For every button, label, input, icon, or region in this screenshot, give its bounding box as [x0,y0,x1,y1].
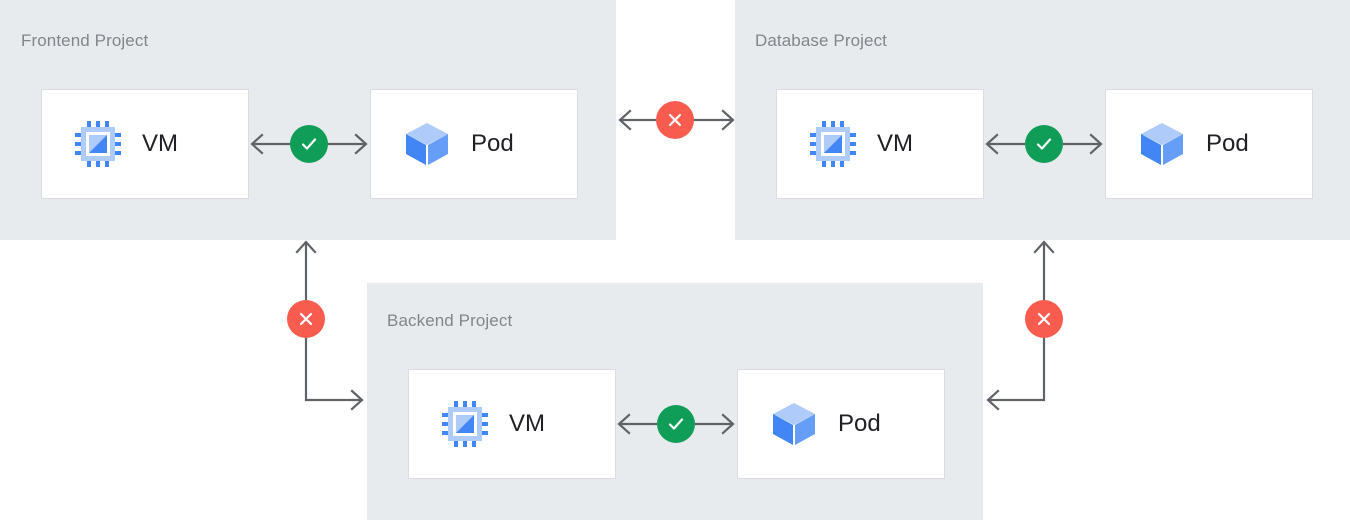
panel-title-backend: Backend Project [387,311,513,330]
pod-cube-icon [403,120,451,168]
resource-card-frontend-pod[interactable]: Pod [370,89,578,199]
resource-card-frontend-vm[interactable]: VM [41,89,249,199]
vm-chip-icon [809,120,857,168]
panel-title-frontend: Frontend Project [21,31,149,50]
status-badge-blocked-frontend-database[interactable] [656,101,694,139]
resource-label: Pod [838,410,881,437]
status-badge-allowed-frontend[interactable] [290,125,328,163]
x-circle-icon [297,310,315,328]
x-circle-icon [1035,310,1053,328]
resource-card-database-pod[interactable]: Pod [1105,89,1313,199]
pod-cube-icon [770,400,818,448]
resource-card-backend-vm[interactable]: VM [408,369,616,479]
pod-cube-icon [1138,120,1186,168]
resource-label: VM [877,130,913,157]
resource-label: VM [142,130,178,157]
vm-chip-icon [441,400,489,448]
check-circle-icon [299,134,319,154]
status-badge-allowed-database[interactable] [1025,125,1063,163]
resource-card-database-vm[interactable]: VM [776,89,984,199]
vm-chip-icon [74,120,122,168]
panel-title-database: Database Project [755,31,888,50]
resource-label: VM [509,410,545,437]
check-circle-icon [1034,134,1054,154]
status-badge-allowed-backend[interactable] [657,405,695,443]
resource-label: Pod [471,130,514,157]
status-badge-blocked-database-backend[interactable] [1025,300,1063,338]
check-circle-icon [666,414,686,434]
resource-card-backend-pod[interactable]: Pod [737,369,945,479]
resource-label: Pod [1206,130,1249,157]
status-badge-blocked-frontend-backend[interactable] [287,300,325,338]
x-circle-icon [666,111,684,129]
